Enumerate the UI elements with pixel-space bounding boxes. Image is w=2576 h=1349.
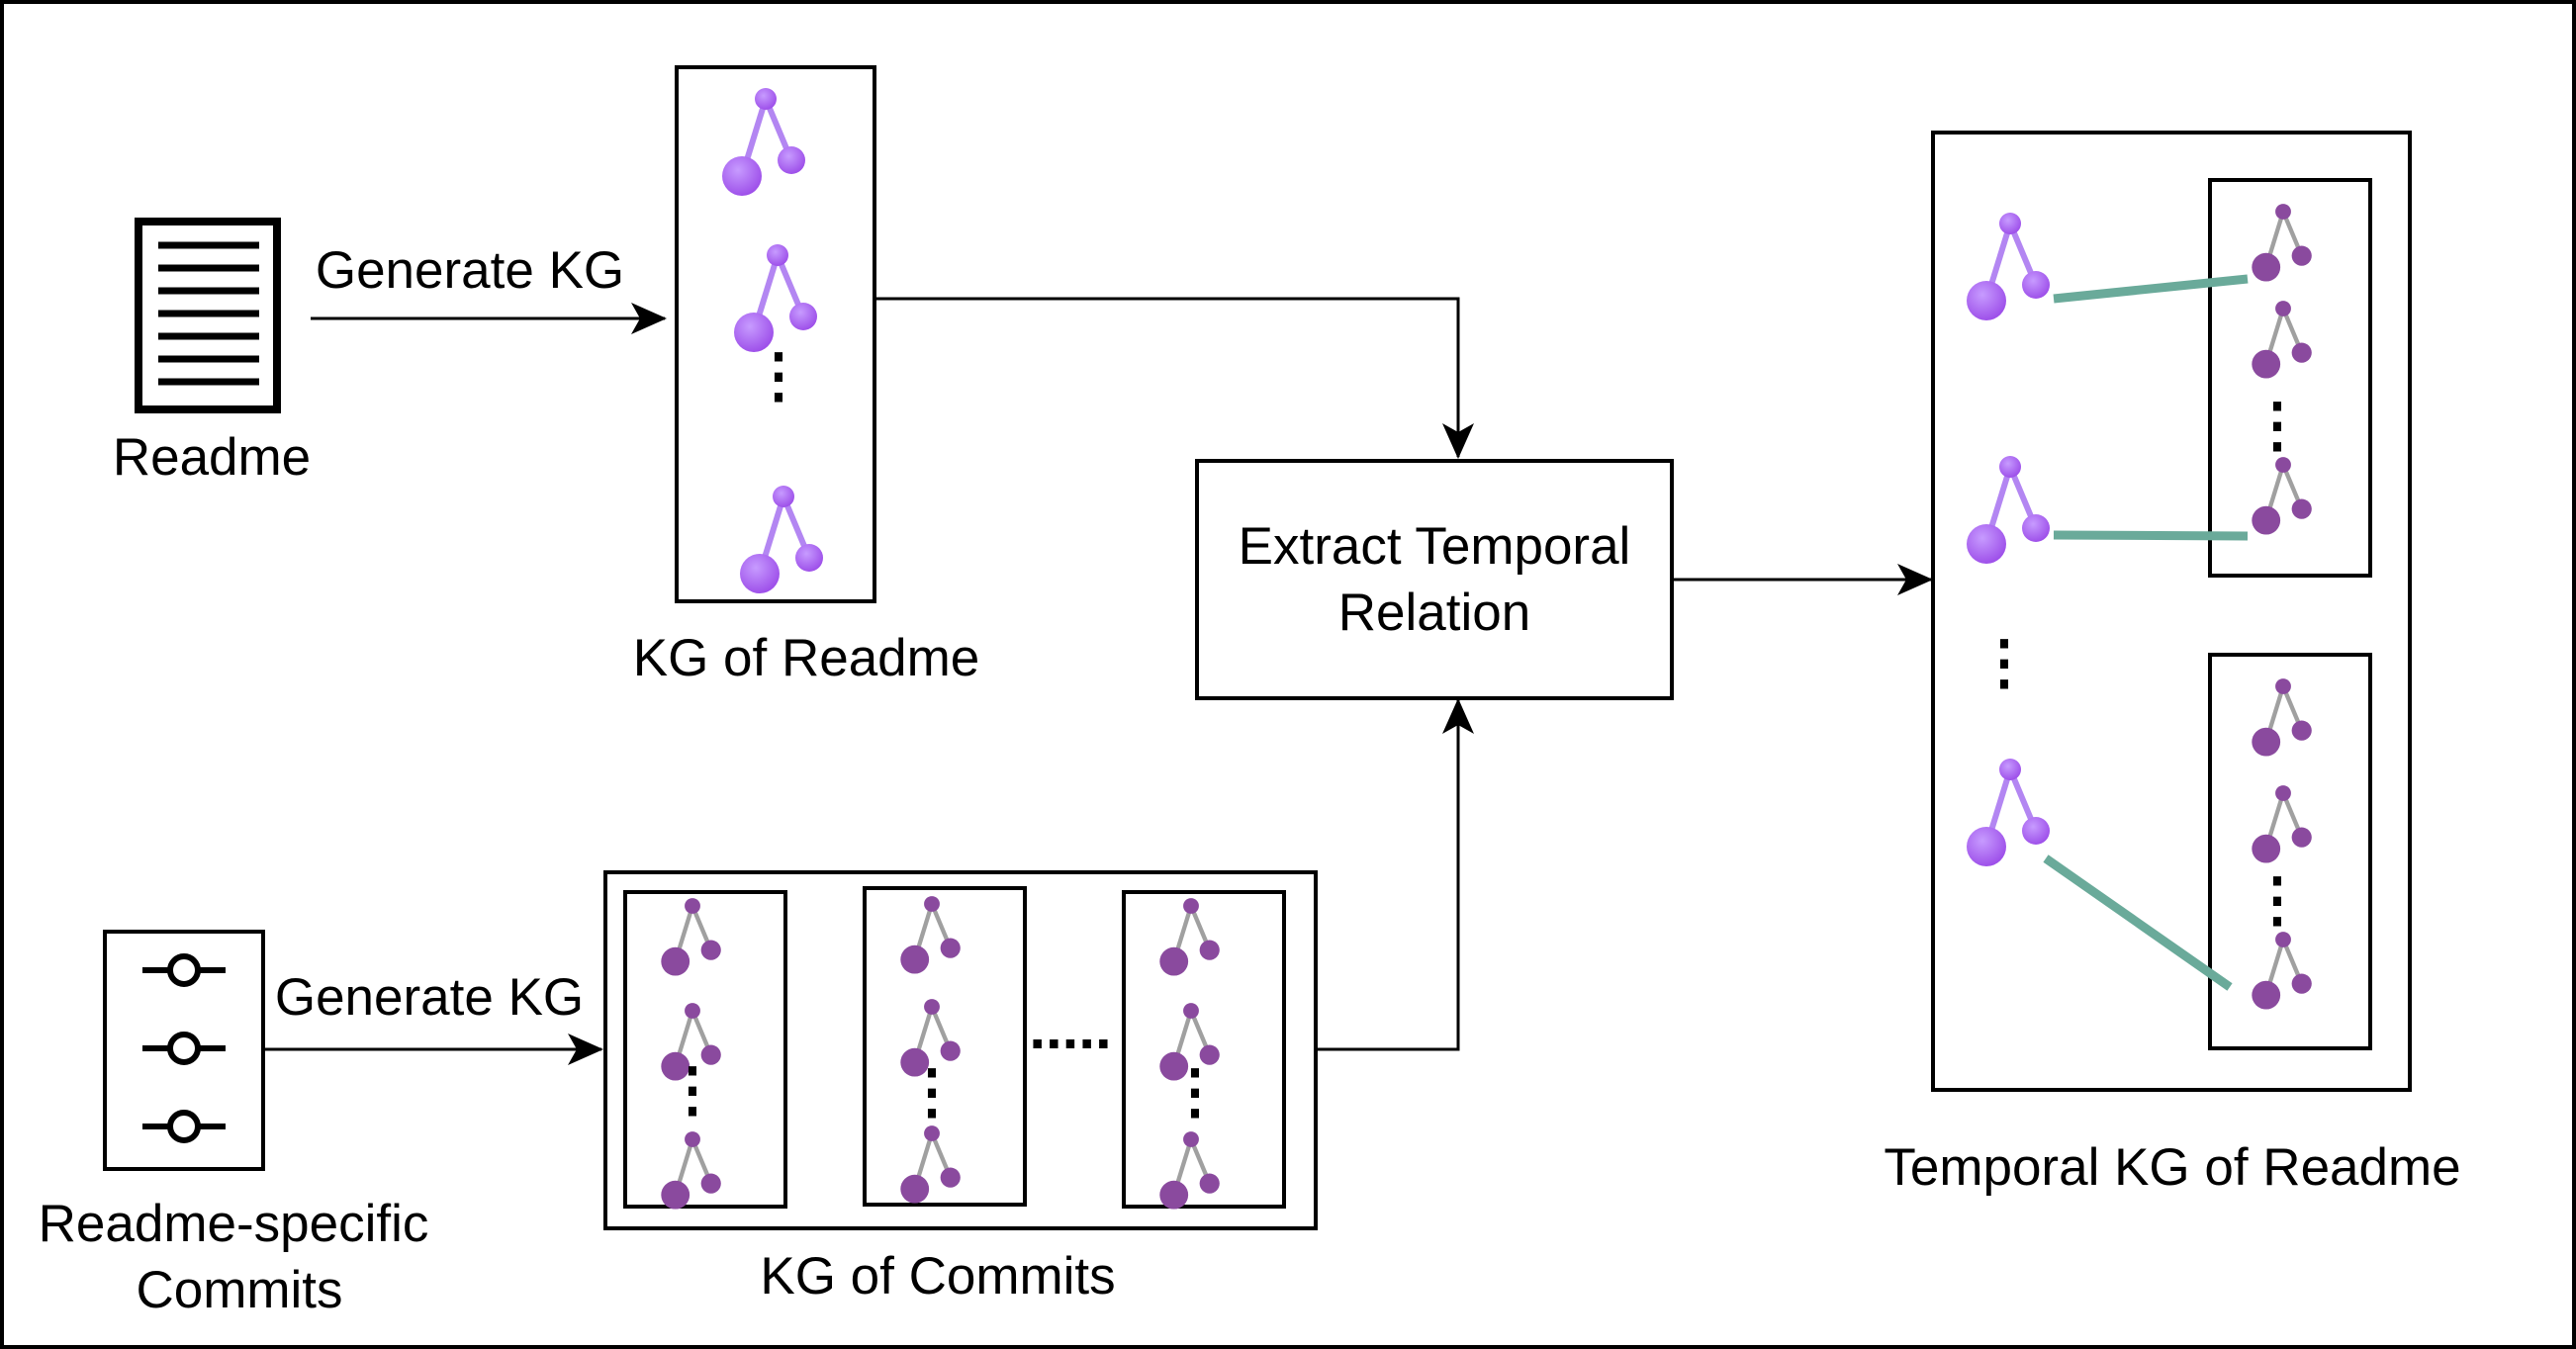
temporal-panel-ellipsis: ⋮ bbox=[2248, 392, 2307, 458]
kg-of-commits-trees bbox=[661, 896, 1220, 1210]
temporal-link bbox=[2053, 530, 2249, 541]
kg-of-readme-trees bbox=[722, 88, 823, 593]
extract-label-line1: Extract Temporal bbox=[1239, 517, 1631, 576]
generate-kg-bottom-label: Generate KG bbox=[275, 968, 584, 1027]
kg-of-commits-label: KG of Commits bbox=[760, 1247, 1115, 1305]
commit-panels-ellipsis: ..... bbox=[1029, 995, 1111, 1061]
kg-of-readme-label: KG of Readme bbox=[633, 629, 980, 687]
extract-label-line2: Relation bbox=[1338, 584, 1530, 642]
temporal-link bbox=[2053, 274, 2249, 304]
tree-graph-icon bbox=[2252, 678, 2312, 757]
tree-graph-icon bbox=[1159, 1003, 1220, 1081]
temporal-kg-trees bbox=[1967, 204, 2312, 1010]
tree-graph-icon bbox=[661, 1003, 721, 1081]
readme-document-icon bbox=[135, 218, 281, 413]
arrow-kg-readme-to-extract bbox=[876, 297, 1474, 459]
commits-label-line2: Commits bbox=[136, 1261, 342, 1319]
commits-icon bbox=[103, 930, 265, 1171]
tree-graph-icon bbox=[900, 999, 961, 1077]
extract-temporal-relation-box bbox=[1195, 459, 1674, 700]
tree-graph-icon bbox=[2252, 932, 2312, 1010]
commit-panel-ellipsis: ⋮ bbox=[1165, 1058, 1225, 1124]
kg-readme-ellipsis-1: ⋮ bbox=[749, 342, 808, 408]
tree-graph-icon bbox=[2252, 457, 2312, 535]
tree-graph-icon bbox=[2252, 204, 2312, 282]
tree-graph-icon bbox=[722, 88, 805, 196]
commit-panel-ellipsis: ⋮ bbox=[902, 1058, 962, 1124]
arrow-commits-to-extract bbox=[1318, 698, 1474, 1051]
commit-node-icon bbox=[142, 953, 226, 987]
readme-label: Readme bbox=[113, 428, 311, 487]
tree-graph-icon bbox=[1159, 898, 1220, 976]
commit-node-icon bbox=[142, 1032, 226, 1065]
tree-graph-icon bbox=[661, 898, 721, 976]
tree-graph-icon bbox=[1967, 759, 2050, 866]
commit-node-icon bbox=[142, 1110, 226, 1143]
temporal-commit-panel-2 bbox=[2208, 653, 2372, 1050]
commit-panel-ellipsis: ⋮ bbox=[663, 1056, 722, 1123]
temporal-panel-ellipsis: ⋮ bbox=[2248, 866, 2307, 933]
tree-graph-icon bbox=[1159, 1131, 1220, 1210]
generate-kg-top-label: Generate KG bbox=[316, 241, 624, 300]
tree-graph-icon bbox=[1967, 213, 2050, 320]
temporal-link bbox=[2043, 854, 2233, 991]
tree-graph-icon bbox=[661, 1131, 721, 1210]
tree-graph-icon bbox=[900, 896, 961, 974]
temporal-commit-panel-1 bbox=[2208, 178, 2372, 578]
temporal-kg-label: Temporal KG of Readme bbox=[1884, 1138, 2460, 1197]
tree-graph-icon bbox=[900, 1125, 961, 1204]
tree-graph-icon bbox=[1967, 456, 2050, 564]
tree-graph-icon bbox=[2252, 785, 2312, 863]
commits-label-line1: Readme-specific bbox=[39, 1195, 429, 1253]
tree-graph-icon bbox=[734, 244, 817, 352]
temporal-ellipsis: ⋮ bbox=[1975, 629, 2034, 695]
tree-graph-icon bbox=[740, 486, 823, 593]
tree-graph-icon bbox=[2252, 301, 2312, 379]
